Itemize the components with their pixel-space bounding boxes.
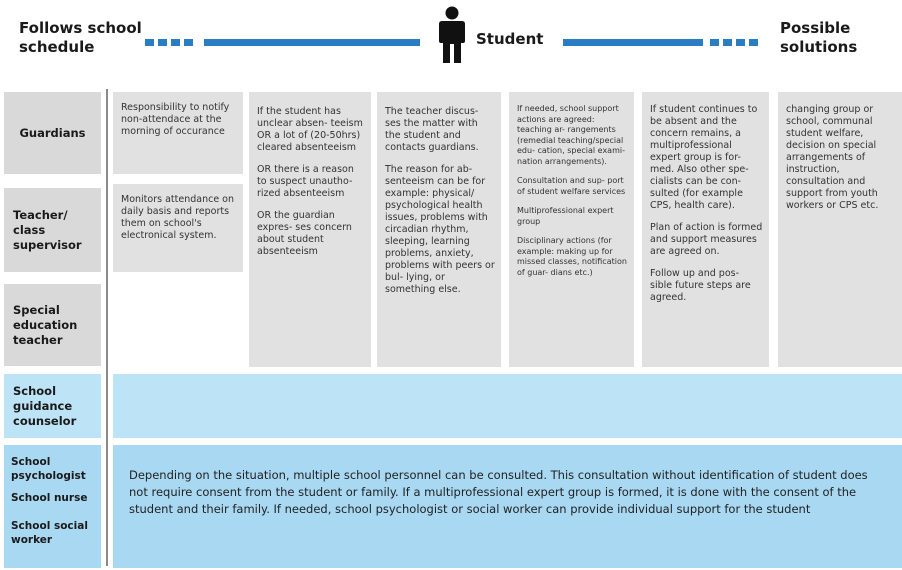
column-solutions-p1: changing group or school, communal stude… (786, 104, 879, 211)
column-discussion-p2: The reason for ab- senteeism can be for … (385, 164, 495, 295)
dash-segment (158, 39, 167, 46)
dash-segment (145, 39, 154, 46)
column-support-p3: Multiprofessional expert group (517, 206, 614, 226)
column-possible-solutions: changing group or school, communal stude… (778, 92, 902, 367)
row-head-special-education-label: Special education teacher (13, 302, 78, 347)
column-discussion-p1: The teacher discus- ses the matter with … (385, 106, 479, 153)
row-head-guardians: Guardians (4, 92, 101, 174)
row-head-social-worker-label: School social worker (11, 520, 88, 546)
column-expert-p3: Follow up and pos- sible future steps ar… (650, 268, 751, 303)
row-head-teacher-label: Teacher/ class supervisor (13, 207, 82, 252)
column-support-p2: Consultation and sup- port of student we… (517, 176, 626, 196)
dash-segment (736, 39, 745, 46)
row-head-psychologist-label: School psychologist (11, 456, 86, 482)
band-consultation: Depending on the situation, multiple sch… (113, 445, 902, 568)
vertical-divider (106, 89, 108, 566)
header-possible-solutions: Possible solutions (780, 19, 858, 56)
row-head-guardians-label: Guardians (19, 125, 86, 140)
row-head-nurse-label: School nurse (11, 492, 88, 504)
column-trigger-conditions: If the student has unclear absen- teeism… (249, 92, 371, 367)
column-support-p4: Disciplinary actions (for example: makin… (517, 236, 627, 277)
box-guardian-responsibility-text: Responsibility to notify non-attendace a… (121, 102, 230, 137)
arrow-line-right (563, 39, 703, 46)
box-teacher-monitoring-text: Monitors attendance on daily basis and r… (121, 194, 235, 241)
row-head-special-education: Special education teacher (4, 284, 101, 366)
row-head-welfare-staff: School psychologist School nurse School … (4, 445, 101, 568)
dash-segment (184, 39, 193, 46)
arrow-line-left (204, 39, 420, 46)
student-person-icon (439, 6, 465, 63)
column-expert-group: If student continues to be absent and th… (642, 92, 769, 367)
dash-segment (710, 39, 719, 46)
row-head-guidance-counselor-label: School guidance counselor (13, 383, 77, 428)
header-student: Student (476, 30, 544, 48)
row-head-guidance-counselor: School guidance counselor (4, 374, 101, 438)
column-expert-p1: If student continues to be absent and th… (650, 104, 758, 211)
row-head-teacher: Teacher/ class supervisor (4, 188, 101, 272)
column-teacher-discussion: The teacher discus- ses the matter with … (377, 92, 501, 367)
column-trigger-p3: OR the guardian expres- ses concern abou… (257, 210, 352, 257)
band-consultation-text: Depending on the situation, multiple sch… (129, 468, 868, 516)
dash-segment (723, 39, 732, 46)
column-support-p1: If needed, school support actions are ag… (517, 104, 625, 166)
column-support-actions: If needed, school support actions are ag… (509, 92, 634, 367)
column-trigger-p2: OR there is a reason to suspect unautho-… (257, 164, 354, 199)
box-guardian-responsibility: Responsibility to notify non-attendace a… (113, 92, 243, 174)
dash-segment (749, 39, 758, 46)
column-expert-p2: Plan of action is formed and support mea… (650, 222, 763, 257)
dash-segment (171, 39, 180, 46)
box-teacher-monitoring: Monitors attendance on daily basis and r… (113, 184, 243, 272)
column-trigger-p1: If the student has unclear absen- teeism… (257, 106, 363, 153)
band-guidance-counselor (113, 374, 902, 438)
header-follows-school-schedule: Follows school schedule (19, 19, 142, 56)
